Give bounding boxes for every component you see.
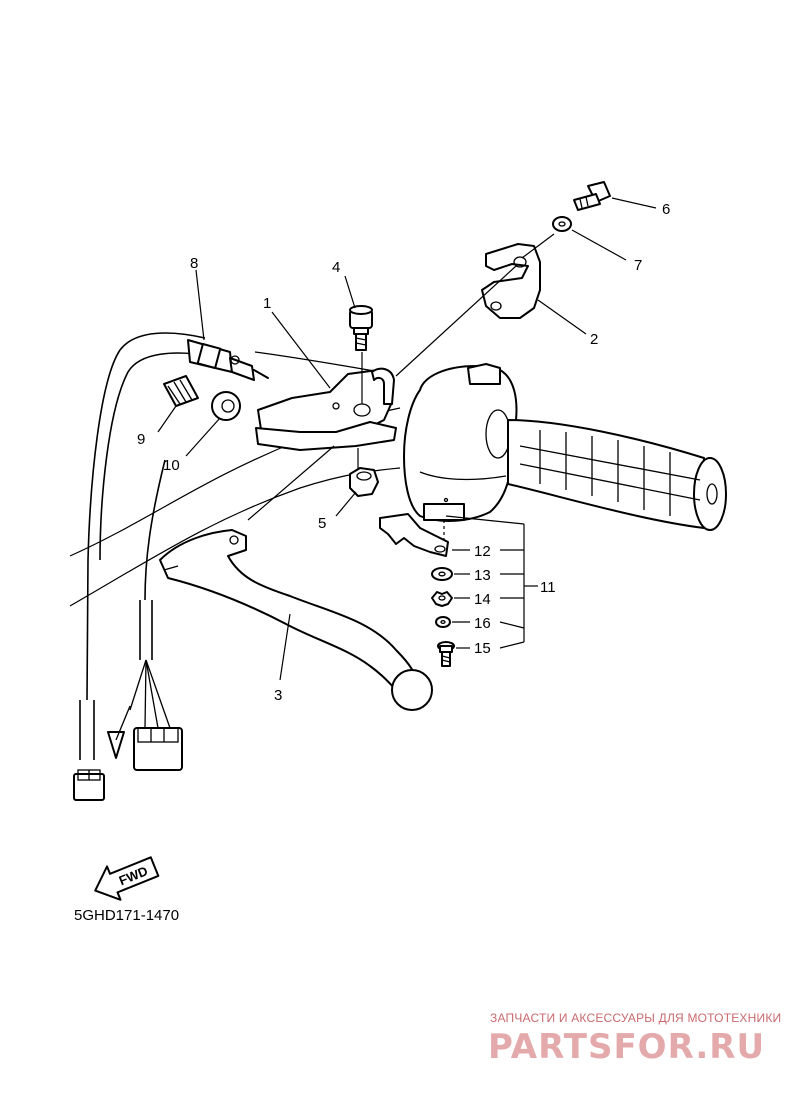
part-3-clutch-lever bbox=[159, 529, 433, 711]
callout-8: 8 bbox=[190, 255, 198, 272]
watermark-tagline: ЗАПЧАСТИ И АКСЕССУАРЫ ДЛЯ МОТОТЕХНИКИ bbox=[490, 1011, 781, 1025]
callout-11: 11 bbox=[540, 579, 556, 596]
part-1-lever-holder bbox=[255, 367, 397, 451]
part-6-screw bbox=[573, 181, 611, 211]
part-2-switch-clamp bbox=[481, 243, 541, 319]
switch-housing bbox=[403, 363, 518, 522]
part-13-washer bbox=[431, 567, 453, 581]
callout-2: 2 bbox=[590, 331, 598, 348]
watermark-logo: PARTSFOR.RU bbox=[488, 1027, 765, 1067]
handlebar-grip bbox=[507, 419, 727, 531]
callout-12: 12 bbox=[474, 543, 491, 560]
part-12-switch-lever bbox=[379, 513, 449, 557]
part-7-washer bbox=[552, 216, 572, 232]
part-16-washer bbox=[435, 616, 451, 628]
part-9-adjuster-nut bbox=[163, 375, 199, 407]
fwd-arrow-icon: FWD bbox=[94, 856, 160, 901]
callout-3: 3 bbox=[274, 687, 282, 704]
callout-1: 1 bbox=[263, 295, 271, 312]
callout-15: 15 bbox=[474, 640, 491, 657]
callout-4: 4 bbox=[332, 259, 340, 276]
part-4-bolt bbox=[349, 305, 373, 351]
callout-16: 16 bbox=[474, 615, 491, 632]
switch-cable bbox=[73, 332, 211, 801]
diagram-code: 5GHD171-1470 bbox=[74, 907, 179, 924]
callout-14: 14 bbox=[474, 591, 491, 608]
watermark: ЗАПЧАСТИ И АКСЕССУАРЫ ДЛЯ МОТОТЕХНИКИ PA… bbox=[488, 1011, 781, 1067]
callout-10: 10 bbox=[163, 457, 180, 474]
callout-7: 7 bbox=[634, 257, 642, 274]
part-14-lock-washer bbox=[431, 591, 453, 607]
callout-13: 13 bbox=[474, 567, 491, 584]
part-8-cable-adjuster bbox=[187, 339, 269, 381]
callout-5: 5 bbox=[318, 515, 326, 532]
callout-labels: 1 2 3 4 5 6 7 8 9 10 11 12 13 14 15 16 bbox=[137, 201, 670, 704]
callout-6: 6 bbox=[662, 201, 670, 218]
part-10-locknut bbox=[211, 391, 241, 421]
callout-9: 9 bbox=[137, 431, 145, 448]
part-5-nut bbox=[349, 467, 379, 497]
part-15-screw bbox=[437, 641, 455, 667]
leader-lines bbox=[157, 197, 657, 681]
